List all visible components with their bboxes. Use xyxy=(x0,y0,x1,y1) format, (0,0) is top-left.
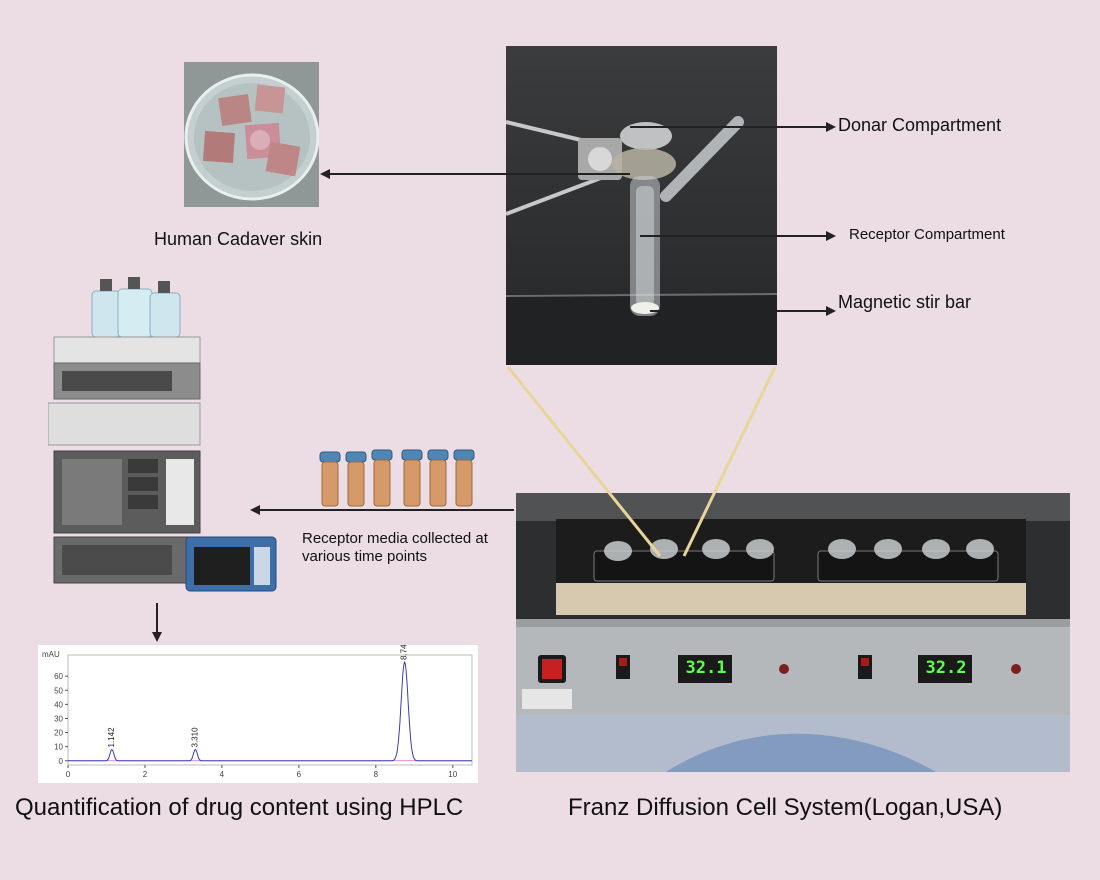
y-axis-label: mAU xyxy=(42,650,60,659)
y-tick-label: 50 xyxy=(54,686,63,695)
y-tick-label: 20 xyxy=(54,729,63,738)
x-tick-label: 0 xyxy=(66,770,71,779)
receptor-label: Receptor Compartment xyxy=(849,226,1005,243)
sample-vials xyxy=(316,448,486,510)
y-tick-label: 10 xyxy=(54,743,63,752)
skin-caption: Human Cadaver skin xyxy=(154,229,323,249)
franz-caption: Franz Diffusion Cell System(Logan,USA) xyxy=(568,794,1003,821)
hplc-chromatogram: 0 10 20 30 40 50 60 0 2 4 6 8 10 mAU 1.142 3.310 8.749 xyxy=(38,645,478,783)
peak-label: 8.749 xyxy=(400,645,409,660)
peak-label: 1.142 xyxy=(107,727,116,748)
x-tick-label: 4 xyxy=(220,770,225,779)
x-tick-label: 2 xyxy=(143,770,148,779)
receptor-media-label: Receptor media collected at various time… xyxy=(302,530,488,565)
hplc-caption: Quantification of drug content using HPL… xyxy=(15,794,464,821)
x-tick-label: 10 xyxy=(448,770,457,779)
skin-photo xyxy=(184,62,319,207)
x-tick-label: 8 xyxy=(374,770,379,779)
y-tick-label: 0 xyxy=(59,757,64,766)
y-tick-label: 30 xyxy=(54,714,63,723)
peak-label: 3.310 xyxy=(190,727,199,748)
temperature-display-right: 32.2 xyxy=(925,658,967,678)
y-tick-label: 60 xyxy=(54,672,63,681)
plot-frame xyxy=(67,654,473,766)
temperature-display-left: 32.1 xyxy=(685,658,727,678)
chromatogram-trace xyxy=(68,660,472,762)
vial xyxy=(319,449,475,507)
x-tick-label: 6 xyxy=(297,770,302,779)
donor-label: Donar Compartment xyxy=(838,115,1002,135)
stir-bar-label: Magnetic stir bar xyxy=(838,292,972,312)
hplc-instrument xyxy=(48,275,288,593)
franz-system-photo: 32.1 32.2 xyxy=(516,493,1070,772)
y-tick-label: 40 xyxy=(54,700,63,709)
franz-cell-photo xyxy=(506,46,777,365)
